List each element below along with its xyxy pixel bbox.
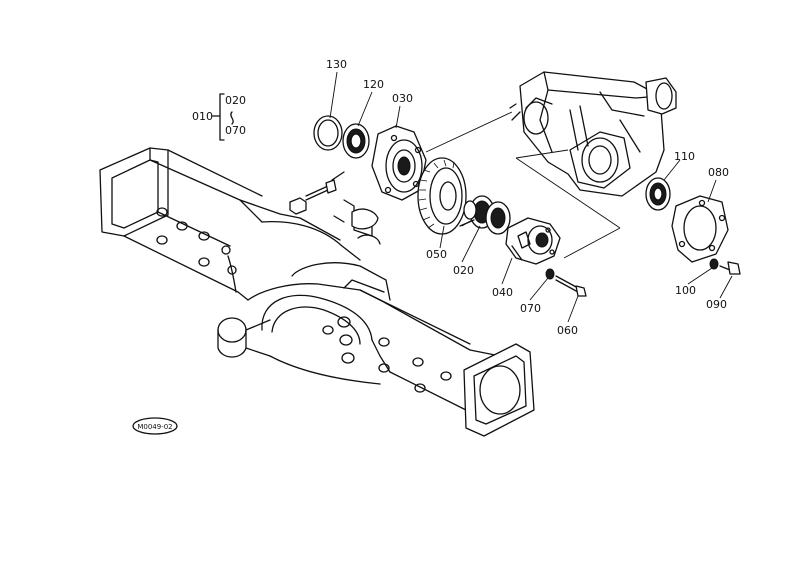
label-090: 090	[706, 298, 727, 311]
part-130-oil-seal	[313, 115, 343, 151]
gear-case-housing	[509, 71, 677, 197]
leader-lines	[329, 71, 733, 323]
label-130: 130	[326, 58, 347, 71]
part-030-retainer	[371, 125, 427, 201]
label-030: 030	[392, 92, 413, 105]
drawing-code: M0049-02	[137, 423, 172, 431]
part-060-bolt	[555, 275, 587, 297]
label-020-group: 020	[225, 94, 246, 107]
assembly-guide-lines	[425, 111, 621, 259]
part-110-bearing	[645, 177, 671, 211]
part-040-differential	[505, 217, 561, 265]
part-100-washer	[709, 258, 719, 270]
axle-housing	[99, 147, 535, 437]
part-labels: 130 120 030 010 020 070 110 080 050 020 …	[192, 58, 729, 337]
part-090-bolt	[719, 261, 741, 275]
label-110: 110	[674, 150, 695, 163]
label-080: 080	[708, 166, 729, 179]
housing-bolt	[305, 171, 345, 201]
part-020-pinion	[459, 195, 511, 235]
part-080-cover	[671, 195, 729, 263]
label-040: 040	[492, 286, 513, 299]
label-070: 070	[520, 302, 541, 315]
part-070-washer	[545, 268, 555, 280]
label-120: 120	[363, 78, 384, 91]
group-bracket-010	[211, 93, 234, 141]
label-050: 050	[426, 248, 447, 261]
label-060: 060	[557, 324, 578, 337]
label-010: 010	[192, 110, 213, 123]
drawing-code-badge: M0049-02	[132, 417, 178, 435]
label-100: 100	[675, 284, 696, 297]
label-020: 020	[453, 264, 474, 277]
part-120-bearing	[342, 123, 370, 159]
label-070-group: 070	[225, 124, 246, 137]
part-050-ring-gear	[417, 157, 467, 235]
